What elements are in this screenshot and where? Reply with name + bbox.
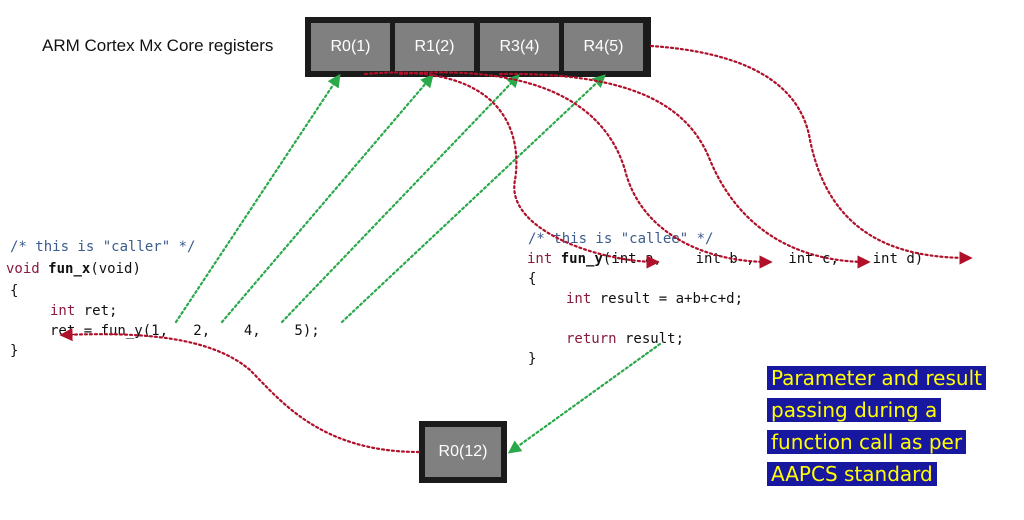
note-line-1: Parameter and result [767, 366, 986, 390]
note-line-3: function call as per [767, 430, 967, 454]
callee-return: return result; [566, 332, 684, 346]
explanation-note: Parameter and result passing during a fu… [767, 362, 986, 490]
register-r1: R1(2) [395, 23, 474, 71]
callee-open-brace: { [528, 271, 537, 287]
register-bank: R0(1) R1(2) R3(4) R4(5) [305, 17, 651, 77]
register-r3: R3(4) [480, 23, 559, 71]
caller-sig-keyword: void [6, 261, 40, 277]
caller-decl-rest: ret; [75, 303, 118, 319]
callee-sig-keyword: int [527, 251, 553, 267]
arrow-r1-to-param-b [398, 71, 773, 269]
arrow-arg1-to-r0 [174, 73, 341, 324]
note-line-4: AAPCS standard [767, 462, 937, 486]
caller-close-brace: } [10, 343, 19, 359]
arrow-arg4-to-r4 [340, 74, 606, 324]
arrow-result-to-ret [59, 327, 421, 454]
callee-comment: /* this is "callee" */ [528, 231, 714, 247]
callee-decl-keyword: int [566, 291, 592, 307]
caller-sig-name: fun_x [48, 261, 91, 277]
callee-return-keyword: return [566, 331, 617, 347]
caller-signature: void fun_x(void) [6, 262, 141, 276]
caller-decl-keyword: int [50, 303, 76, 319]
registers-label: ARM Cortex Mx Core registers [42, 36, 274, 55]
arrow-r0-to-param-a [363, 71, 660, 269]
caller-open-brace: { [10, 283, 19, 299]
arrow-result-to-r0 [507, 342, 662, 454]
arrow-arg2-to-r1 [220, 73, 434, 324]
caller-decl: int ret; [50, 304, 117, 318]
callee-sig-name: fun_y [560, 251, 603, 267]
register-r0: R0(1) [311, 23, 390, 71]
caller-sig-rest: (void) [90, 261, 141, 277]
arrow-r3-to-param-c [498, 72, 871, 269]
callee-close-brace: } [528, 351, 537, 367]
caller-comment: /* this is "caller" */ [10, 239, 196, 255]
arrow-arg3-to-r3 [280, 74, 520, 324]
note-line-2: passing during a [767, 398, 942, 422]
register-r4: R4(5) [564, 23, 643, 71]
arrow-r4-to-param-d [649, 44, 973, 265]
callee-return-rest: result; [616, 331, 685, 347]
callee-decl-rest: result = a+b+c+d; [591, 291, 744, 307]
callee-decl: int result = a+b+c+d; [566, 292, 743, 306]
result-register-box: R0(12) [419, 421, 507, 483]
result-register-r0: R0(12) [425, 427, 501, 477]
